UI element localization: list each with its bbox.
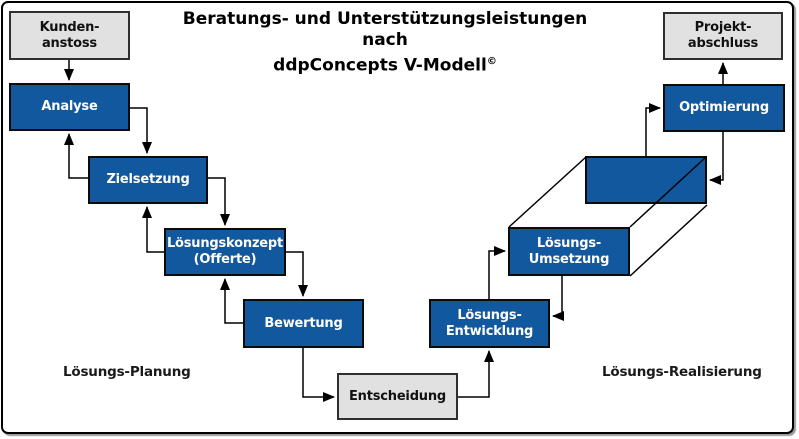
phase-label-loesungs-realisierung: Lösungs-Realisierung: [602, 364, 762, 380]
title-line-3: ddpConcepts V-Modell©: [150, 51, 620, 77]
node-kundenanstoss-label: Kunden- anstoss: [39, 19, 100, 51]
node-loesungsentwicklung-label: Lösungs- Entwicklung: [445, 307, 534, 339]
node-kundenanstoss: Kunden- anstoss: [9, 11, 130, 60]
node-loesungskonzept-label: Lösungskonzept (Offerte): [166, 236, 284, 267]
node-entscheidung: Entscheidung: [337, 373, 458, 420]
node-analyse: Analyse: [9, 83, 130, 131]
title-line-3-text: ddpConcepts V-Modell: [273, 55, 487, 76]
copyright-symbol: ©: [486, 56, 497, 67]
node-optimierung: Optimierung: [663, 84, 785, 132]
node-projektabschluss: Projekt- abschluss: [663, 12, 783, 60]
diagram-title: Beratungs- und Unterstützungsleistungen …: [150, 9, 620, 77]
node-loesungsumsetzung-label: Lösungs- Umsetzung: [528, 235, 610, 267]
title-line-2: nach: [362, 30, 408, 50]
phase-label-loesungs-planung: Lösungs-Planung: [63, 364, 191, 380]
node-zielsetzung: Zielsetzung: [88, 156, 208, 204]
node-loesungsumsetzung: Lösungs- Umsetzung: [508, 227, 630, 276]
node-loesungskonzept: Lösungskonzept (Offerte): [164, 228, 286, 276]
node-analyse-label: Analyse: [41, 99, 98, 114]
node-bewertung-label: Bewertung: [264, 315, 343, 331]
node-loesungsentwicklung: Lösungs- Entwicklung: [429, 299, 550, 348]
node-bewertung: Bewertung: [243, 299, 364, 348]
node-optimierung-label: Optimierung: [679, 100, 769, 115]
title-line-1: Beratungs- und Unterstützungsleistungen: [182, 9, 588, 29]
node-entscheidung-label: Entscheidung: [348, 388, 447, 404]
node-zielsetzung-label: Zielsetzung: [106, 172, 190, 187]
node-loesungsumsetzung-3d-back: [585, 156, 707, 204]
node-projektabschluss-label: Projekt- abschluss: [687, 20, 759, 51]
